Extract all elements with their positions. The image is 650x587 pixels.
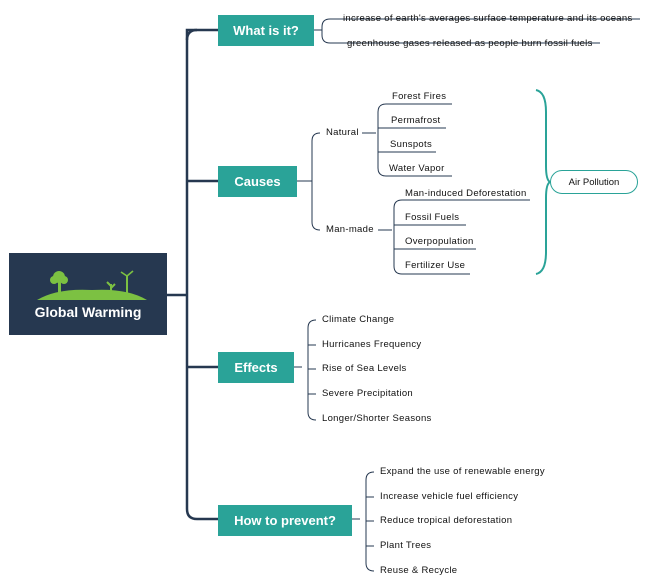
causes-manmade[interactable]: Man-made xyxy=(326,224,374,235)
branch-how-to-prevent[interactable]: How to prevent? xyxy=(218,505,352,536)
branch-what-is-it[interactable]: What is it? xyxy=(218,15,314,46)
causes-natural[interactable]: Natural xyxy=(326,127,359,138)
natural-item[interactable]: Permafrost xyxy=(391,115,441,126)
air-pollution-summary[interactable]: Air Pollution xyxy=(550,170,638,194)
landscape-wind-turbine-icon xyxy=(37,270,147,300)
prevent-item[interactable]: Plant Trees xyxy=(380,540,432,551)
natural-item[interactable]: Water Vapor xyxy=(389,163,445,174)
effects-item[interactable]: Rise of Sea Levels xyxy=(322,363,407,374)
what-item[interactable]: increase of earth's averages surface tem… xyxy=(343,13,633,24)
root-title: Global Warming xyxy=(34,304,142,320)
prevent-item[interactable]: Expand the use of renewable energy xyxy=(380,466,545,477)
manmade-item[interactable]: Man-induced Deforestation xyxy=(405,188,527,199)
manmade-item[interactable]: Fossil Fuels xyxy=(405,212,460,223)
prevent-item[interactable]: Reduce tropical deforestation xyxy=(380,515,513,526)
branch-effects[interactable]: Effects xyxy=(218,352,294,383)
natural-item[interactable]: Forest Fires xyxy=(392,91,447,102)
effects-item[interactable]: Climate Change xyxy=(322,314,395,325)
manmade-item[interactable]: Fertilizer Use xyxy=(405,260,466,271)
prevent-item[interactable]: Increase vehicle fuel efficiency xyxy=(380,491,519,502)
what-item[interactable]: greenhouse gases released as people burn… xyxy=(347,38,593,49)
branch-causes[interactable]: Causes xyxy=(218,166,297,197)
prevent-item[interactable]: Reuse & Recycle xyxy=(380,565,458,576)
root-node[interactable]: Global Warming xyxy=(9,253,167,335)
effects-item[interactable]: Longer/Shorter Seasons xyxy=(322,413,432,424)
manmade-item[interactable]: Overpopulation xyxy=(405,236,474,247)
effects-item[interactable]: Severe Precipitation xyxy=(322,388,414,399)
natural-item[interactable]: Sunspots xyxy=(390,139,433,150)
effects-item[interactable]: Hurricanes Frequency xyxy=(322,339,422,350)
